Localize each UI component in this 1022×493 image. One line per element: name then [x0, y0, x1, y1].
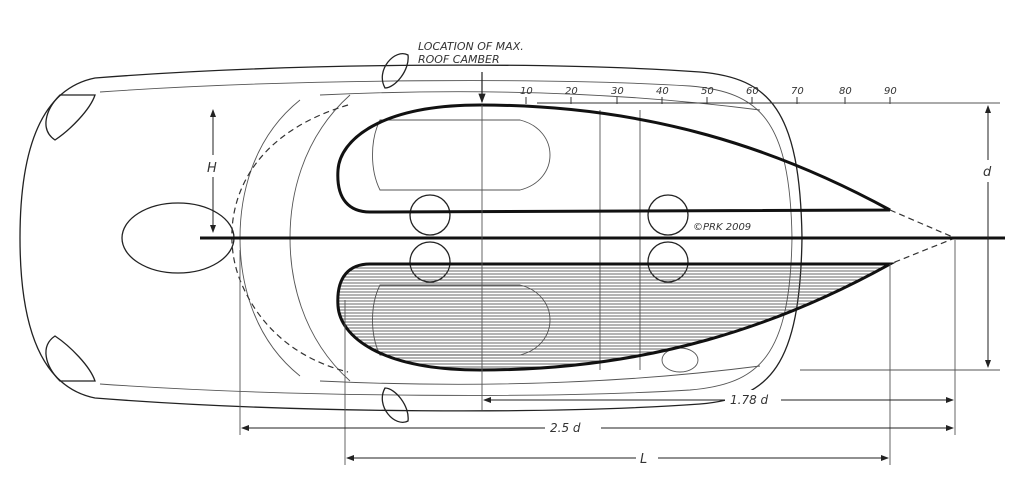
scale-tick-label: 80 [839, 86, 852, 97]
scale-tick-label: 60 [746, 86, 759, 97]
lower-teardrop-hatched [336, 262, 896, 372]
upper-teardrop [336, 103, 891, 214]
annotation-line1: LOCATION OF MAX. [418, 40, 524, 53]
scale-tick-label: 50 [701, 86, 714, 97]
scale-tick-label: 40 [656, 86, 669, 97]
copyright-label: ©PRK 2009 [693, 222, 751, 233]
scale-tick-label: 30 [611, 86, 624, 97]
label-d: d [983, 165, 992, 180]
label-h: H [207, 161, 217, 176]
scale-tick-label: 10 [520, 86, 533, 97]
label-2-5d: 2.5 d [550, 421, 581, 435]
scale-tick-label: 90 [884, 86, 897, 97]
label-L: L [640, 452, 647, 467]
scale-tick-label: 70 [791, 86, 804, 97]
label-1-78d: 1.78 d [730, 393, 769, 407]
scale-tick-label: 20 [565, 86, 578, 97]
annotation-line2: ROOF CAMBER [418, 53, 500, 66]
